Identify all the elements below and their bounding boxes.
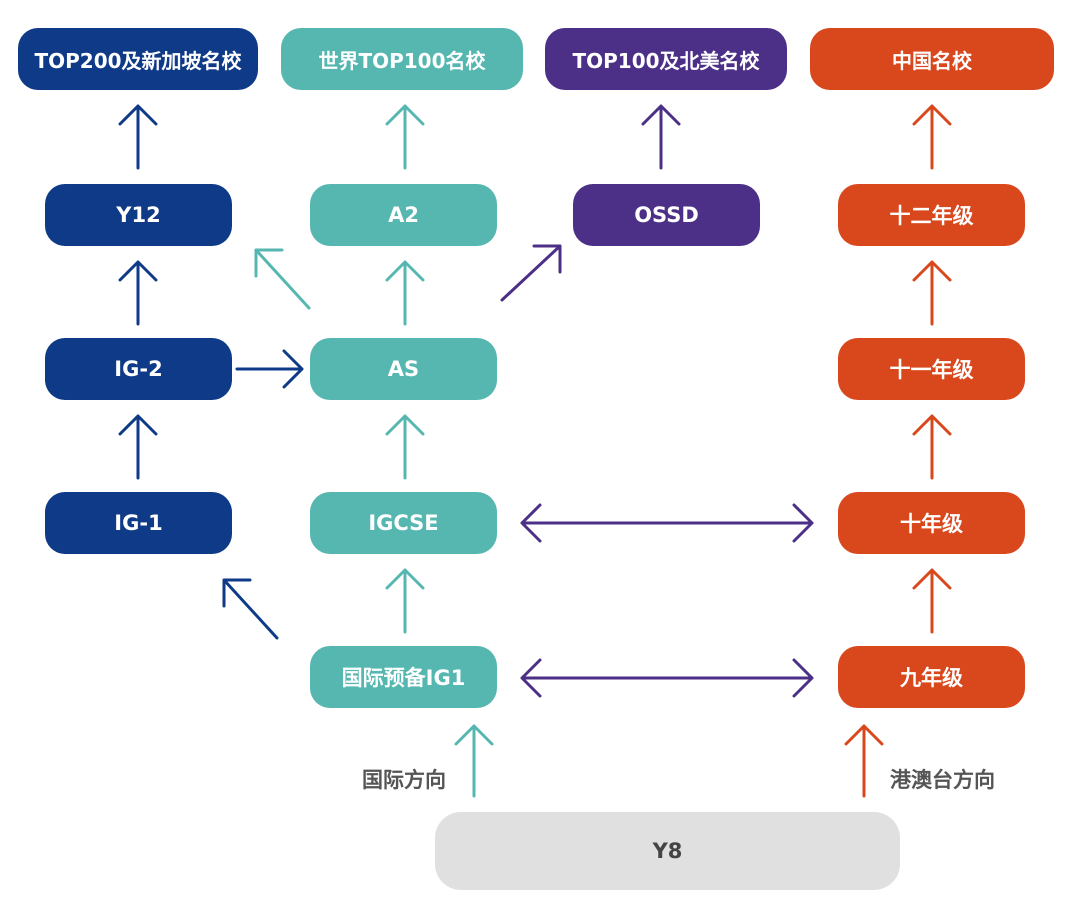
node-grade12: 十二年级 xyxy=(838,184,1025,246)
arrow-ig2-to-as xyxy=(235,349,304,389)
node-china-schools: 中国名校 xyxy=(810,28,1054,90)
arrow-grade10-to-grade11 xyxy=(912,414,952,480)
arrow-grade11-to-grade12 xyxy=(912,260,952,326)
node-grade9: 九年级 xyxy=(838,646,1025,708)
arrow-ossd-to-top100 xyxy=(641,104,681,170)
node-world-top100: 世界TOP100名校 xyxy=(281,28,523,90)
arrow-as-to-a2 xyxy=(385,260,425,326)
arrow-intl-prep-to-igcse xyxy=(385,568,425,634)
node-y8: Y8 xyxy=(435,812,900,890)
node-intl-prep: 国际预备IG1 xyxy=(310,646,497,708)
arrow-y8-to-intl-prep xyxy=(454,724,494,798)
node-ig2: IG-2 xyxy=(45,338,232,400)
arrow-ig1-to-ig2 xyxy=(118,414,158,480)
arrow-a2-to-world-top100 xyxy=(385,104,425,170)
arrow-igcse-grade10 xyxy=(520,503,814,543)
node-ig1: IG-1 xyxy=(45,492,232,554)
arrow-grade9-to-grade10 xyxy=(912,568,952,634)
node-grade11: 十一年级 xyxy=(838,338,1025,400)
arrow-intl-prep-grade9 xyxy=(520,658,814,698)
arrow-grade12-to-china xyxy=(912,104,952,170)
caption-hk-macau-taiwan: 港澳台方向 xyxy=(890,768,995,792)
node-top200-singapore: TOP200及新加坡名校 xyxy=(18,28,258,90)
arrow-igcse-to-as xyxy=(385,414,425,480)
node-a2: A2 xyxy=(310,184,497,246)
node-igcse: IGCSE xyxy=(310,492,497,554)
arrow-y8-to-grade9 xyxy=(844,724,884,798)
arrow-y12-to-top200 xyxy=(118,104,158,170)
node-top100-north-america: TOP100及北美名校 xyxy=(545,28,787,90)
arrow-as-to-y12 xyxy=(254,248,311,310)
node-y12: Y12 xyxy=(45,184,232,246)
arrow-intl-prep-to-ig1 xyxy=(222,578,279,640)
arrow-as-to-ossd xyxy=(500,244,562,302)
caption-international: 国际方向 xyxy=(362,768,446,792)
node-ossd: OSSD xyxy=(573,184,760,246)
node-grade10: 十年级 xyxy=(838,492,1025,554)
node-as: AS xyxy=(310,338,497,400)
arrow-ig2-to-y12 xyxy=(118,260,158,326)
